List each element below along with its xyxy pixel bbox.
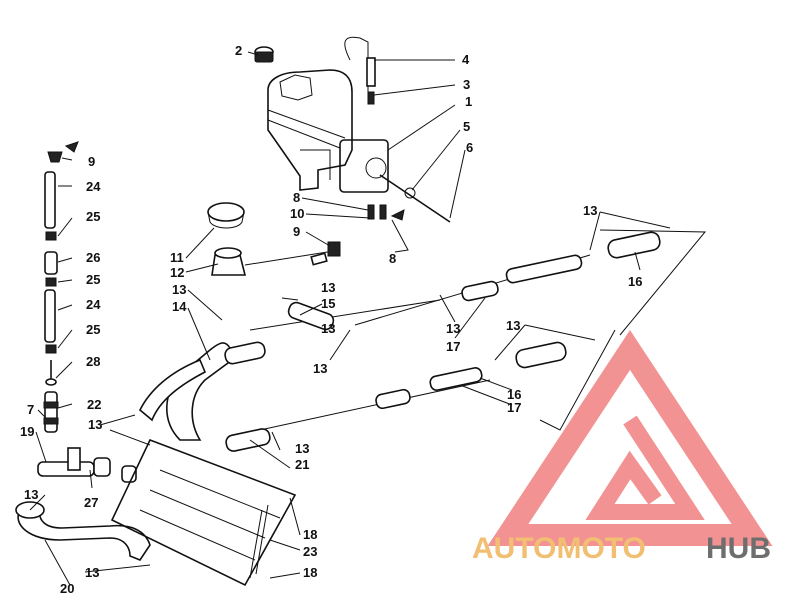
arrow-markers — [64, 141, 405, 221]
watermark-brand-hub: HUB — [706, 532, 771, 565]
lower-coolant-tube — [259, 341, 567, 431]
lower-hose — [225, 428, 271, 452]
radiator-core — [110, 438, 297, 587]
callout-12: 12 — [170, 265, 184, 280]
callout-11: 11 — [170, 250, 184, 265]
bottom-left-hose — [15, 501, 151, 561]
radiator-cap — [207, 202, 245, 229]
callout-13a: 13 — [172, 282, 186, 297]
callout-3: 3 — [463, 77, 470, 92]
callout-24b: 24 — [86, 297, 101, 312]
watermark-triangle-icon — [487, 330, 773, 546]
coolant-reservoir-tank — [267, 36, 389, 193]
upper-coolant-tube — [249, 231, 661, 331]
left-fitting-stack — [43, 151, 63, 433]
callout-9a: 9 — [88, 154, 95, 169]
filler-neck — [211, 247, 341, 276]
watermark-brand-auto: AUTOMOTO — [472, 532, 646, 565]
callout-13k: 13 — [321, 321, 335, 336]
callout-7: 7 — [27, 402, 34, 417]
callout-20: 20 — [60, 581, 74, 596]
callout-26: 26 — [86, 250, 100, 265]
callout-24a: 24 — [86, 179, 101, 194]
callout-13d: 13 — [446, 321, 460, 336]
callout-27: 27 — [84, 495, 98, 510]
t-fitting — [37, 447, 137, 483]
callout-8a: 8 — [293, 190, 300, 205]
callout-17b: 17 — [507, 400, 521, 415]
callout-13j: 13 — [85, 565, 99, 580]
callout-13i: 13 — [24, 487, 38, 502]
callout-4: 4 — [462, 52, 470, 67]
callout-19: 19 — [20, 424, 34, 439]
callout-18b: 18 — [303, 565, 317, 580]
callout-28: 28 — [86, 354, 100, 369]
callout-13b: 13 — [321, 280, 335, 295]
callout-16b: 16 — [507, 387, 521, 402]
small-hose — [310, 241, 341, 266]
callout-25b: 25 — [86, 272, 100, 287]
callout-9b: 9 — [293, 224, 300, 239]
watermark-inner-triangle-icon — [585, 415, 705, 520]
callout-13f: 13 — [506, 318, 520, 333]
callout-13h: 13 — [295, 441, 309, 456]
callout-10: 10 — [290, 206, 304, 221]
callout-13e: 13 — [583, 203, 597, 218]
callout-18a: 18 — [303, 527, 317, 542]
callout-numbers: 1 2 3 4 5 6 7 8 8 9 9 10 11 12 13 13 13 … — [20, 43, 642, 596]
callout-13g: 13 — [88, 417, 102, 432]
callout-5: 5 — [463, 119, 470, 134]
callout-14: 14 — [172, 299, 187, 314]
callout-25a: 25 — [86, 209, 100, 224]
callout-13c: 13 — [313, 361, 327, 376]
callout-1: 1 — [465, 94, 472, 109]
callout-23: 23 — [303, 544, 317, 559]
overflow-tube — [366, 57, 376, 105]
clamp-pair — [367, 204, 387, 220]
callout-22: 22 — [87, 397, 101, 412]
callout-16a: 16 — [628, 274, 642, 289]
callout-8b: 8 — [389, 251, 396, 266]
automotohub-watermark: AUTOMOTO HUB — [472, 330, 773, 565]
callout-21: 21 — [295, 457, 309, 472]
reservoir-cap — [254, 46, 274, 63]
callout-15: 15 — [321, 296, 335, 311]
callout-25c: 25 — [86, 322, 100, 337]
elbow-hose — [139, 341, 266, 441]
callout-17a: 17 — [446, 339, 460, 354]
callout-2: 2 — [235, 43, 242, 58]
leader-lines — [29, 51, 707, 586]
callout-6: 6 — [466, 140, 473, 155]
mounting-bolt — [379, 174, 451, 223]
